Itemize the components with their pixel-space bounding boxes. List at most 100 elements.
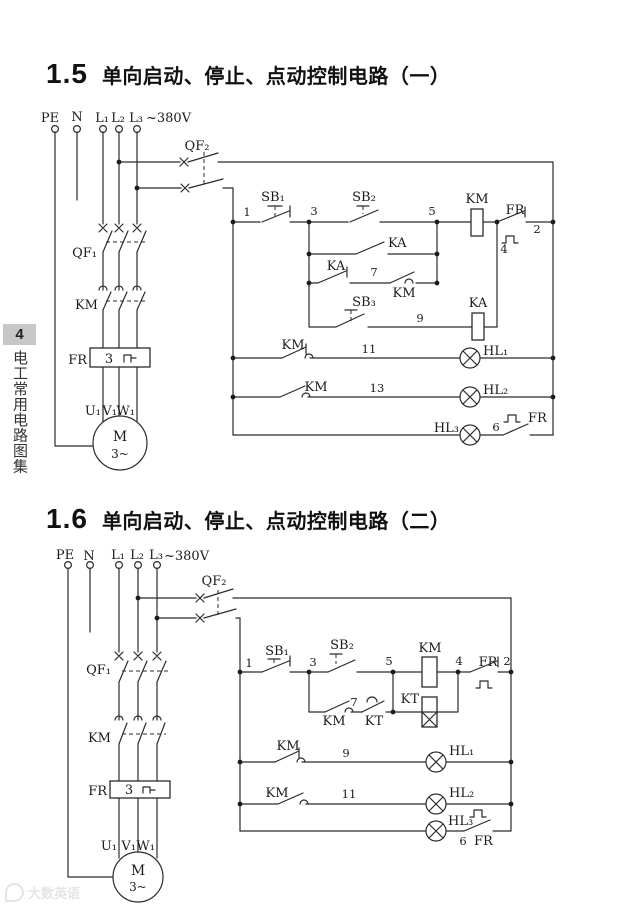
fr-thermal-icon: [501, 235, 519, 244]
sb3-ka-row: SB₃ 9 KA: [308, 295, 498, 341]
label-hl2: HL₂: [483, 383, 508, 398]
lamp-row-hl3: HL₃ 6 FR: [239, 809, 512, 849]
label-kt-coil: KT: [401, 692, 420, 707]
wire-number-4: 4: [455, 654, 462, 668]
label-sb2: SB₂: [352, 190, 376, 205]
watermark-text: 大数英语: [28, 886, 81, 901]
label-qf2: QF₂: [202, 574, 227, 589]
junction-dots: [116, 159, 556, 400]
fr-nc-contact: FR: [496, 203, 526, 244]
label-sb1: SB₁: [261, 190, 285, 205]
motor-letter: M: [113, 429, 127, 445]
lamp-row-hl3: HL₃ 6 FR: [232, 411, 554, 446]
wire-number-1: 1: [245, 656, 252, 670]
lamp-row-hl2: KM 11 HL₂: [239, 786, 512, 815]
wire-number-7: 7: [370, 265, 377, 279]
power-wiring: [54, 131, 138, 447]
label-u1: U₁: [85, 404, 101, 419]
fr-box-number: 3: [125, 783, 133, 798]
motor: U₁ V₁ W₁ M 3~: [85, 404, 148, 471]
fr-nc-contact: FR: [469, 655, 499, 689]
label-km-coil: KM: [465, 192, 488, 207]
sidebar-book-title: 电工常用电路图集: [11, 350, 28, 474]
wire-number-11: 11: [342, 787, 357, 801]
kt-coil: KT: [401, 692, 438, 728]
fr-heater-icon: [123, 354, 137, 363]
circuit-1-5: PE N L₁ L₂ L₃ ~380V QF₁ KM: [41, 110, 556, 471]
km-coil: KM: [465, 192, 489, 237]
label-ka-contact: KA: [388, 236, 407, 251]
label-qf2: QF₂: [185, 139, 210, 154]
label-v1: V₁: [101, 404, 117, 419]
label-km-no: KM: [265, 786, 288, 801]
label-ka-nc: KA: [327, 259, 346, 274]
label-fr-box: FR: [68, 353, 88, 368]
label-km-main: KM: [75, 298, 98, 313]
label-hl3: HL₃: [448, 814, 473, 829]
km-main-contacts: KM: [75, 285, 147, 313]
label-km-aux: KM: [392, 286, 415, 301]
label-l2: L₂: [130, 548, 144, 563]
label-km-aux: KM: [322, 714, 345, 729]
wire-number-7: 7: [350, 695, 357, 709]
label-hl2: HL₂: [449, 786, 474, 801]
fr-thermal-icon: [475, 680, 493, 689]
wire-number-9: 9: [416, 311, 423, 325]
motor: U₁ V₁ W₁ M 3~: [101, 839, 164, 903]
label-km-coil: KM: [418, 641, 441, 656]
label-km-no: KM: [304, 380, 327, 395]
motor-circle: [92, 415, 148, 471]
sb2-start-button: SB₂: [349, 190, 379, 223]
label-fr-box: FR: [88, 784, 108, 799]
label-fr-no: FR: [528, 411, 548, 426]
section-title-text: 单向启动、停止、点动控制电路（二）: [101, 511, 451, 533]
sb2-start-button: SB₂: [327, 638, 356, 673]
junction-dots: [135, 595, 514, 807]
label-kt-contact: KT: [365, 714, 384, 729]
sb1-stop-button: SB₁: [261, 644, 291, 673]
motor-letter: M: [131, 863, 145, 879]
wire-number-11: 11: [362, 342, 377, 356]
label-hl1: HL₁: [483, 344, 508, 359]
label-voltage: ~380V: [164, 549, 210, 564]
label-n: N: [71, 110, 82, 125]
fr-overload-box: FR 3: [88, 780, 171, 799]
lamp-row-hl2: KM 13 HL₂: [232, 380, 554, 408]
section-number: 1.6: [46, 503, 88, 534]
label-km-nc: KM: [281, 338, 304, 353]
supply-terminals: PE N L₁ L₂ L₃ ~380V: [41, 110, 192, 133]
label-l1: L₁: [111, 548, 125, 563]
ka-coil: [471, 312, 485, 341]
wire-number-6: 6: [459, 834, 466, 848]
wire-number-6: 6: [492, 420, 499, 434]
label-sb3: SB₃: [352, 295, 376, 310]
fr-heater-icon: [142, 786, 156, 794]
label-voltage: ~380V: [146, 111, 192, 126]
label-sb2: SB₂: [330, 638, 354, 653]
label-qf1: QF₁: [72, 246, 97, 261]
label-l3: L₃: [129, 111, 143, 126]
label-v1: V₁: [120, 839, 136, 854]
label-fr: FR: [479, 655, 499, 670]
supply-terminals: PE N L₁ L₂ L₃ ~380V: [56, 548, 210, 569]
label-pe: PE: [41, 111, 59, 126]
wire-number-5: 5: [428, 204, 435, 218]
label-w1: W₁: [136, 839, 155, 854]
ka-sealin-row: KA: [308, 236, 438, 255]
watermark-logo-icon: [5, 883, 24, 902]
wire-number-2: 2: [533, 222, 540, 236]
label-u1: U₁: [101, 839, 117, 854]
section-title-text: 单向启动、停止、点动控制电路（一）: [101, 66, 451, 88]
motor-phase: 3~: [129, 880, 147, 894]
qf1-breaker: QF₁: [86, 651, 168, 683]
control-row-1: SB₁ SB₂ KM FR 1 3 5 4 2: [239, 638, 512, 689]
qf2-breaker: QF₂: [118, 139, 554, 223]
circuit-1-6: PE N L₁ L₂ L₃ ~380V QF₁ KM: [56, 548, 514, 903]
wire-number-4: 4: [500, 242, 507, 256]
label-km-main: KM: [88, 731, 111, 746]
label-fr: FR: [506, 203, 526, 218]
section-1-6-title: 1.6 单向启动、停止、点动控制电路（二）: [46, 503, 450, 535]
label-ka-coil: KA: [469, 296, 488, 311]
label-hl1: HL₁: [449, 744, 474, 759]
wire-number-1: 1: [243, 205, 250, 219]
